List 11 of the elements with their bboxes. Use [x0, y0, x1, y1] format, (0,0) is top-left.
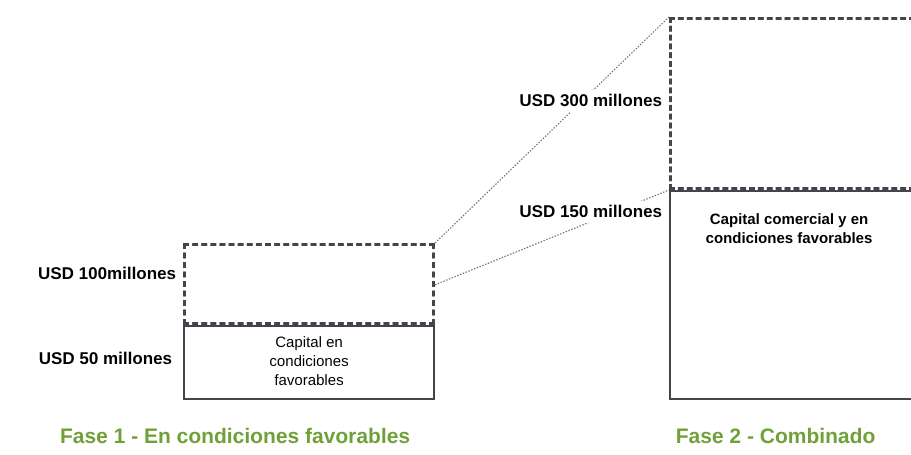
dashed-box: [669, 17, 911, 190]
box-text: Capital comercial y en condiciones favorables: [704, 210, 874, 248]
value-label: USD 300 millones: [519, 90, 662, 112]
dashed-box: [183, 243, 435, 325]
bar-segment: [183, 325, 435, 400]
phase-title: Fase 1 - En condiciones favorables: [58, 424, 412, 450]
value-label: USD 150 millones: [519, 201, 662, 223]
connector-line: [434, 16, 670, 244]
phase-title: Fase 2 - Combinado: [674, 424, 876, 450]
bar-segment: [669, 190, 911, 400]
box-text: Capital en condiciones favorables: [268, 333, 350, 390]
